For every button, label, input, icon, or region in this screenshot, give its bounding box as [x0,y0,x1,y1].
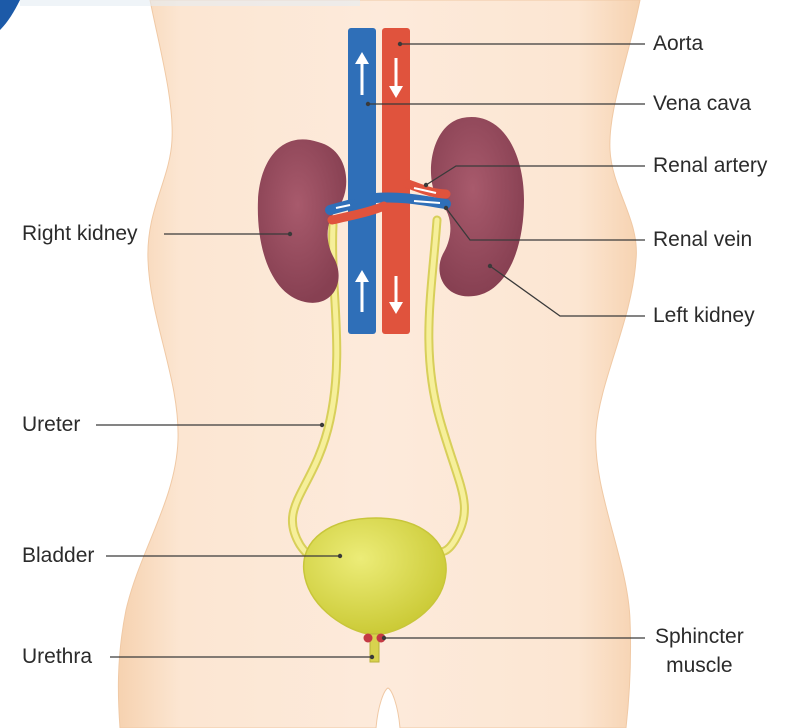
label-aorta: Aorta [653,33,703,54]
label-vena-cava: Vena cava [653,93,751,114]
corner-accent [0,0,20,30]
label-urethra: Urethra [22,646,92,667]
top-banner-fade [20,0,360,6]
label-left-kidney: Left kidney [653,305,755,326]
label-renal-artery: Renal artery [653,155,767,176]
label-sphincter-line1: Sphincter [655,626,744,647]
label-renal-vein: Renal vein [653,229,752,250]
label-bladder: Bladder [22,545,94,566]
label-sphincter-line2: muscle [655,655,744,676]
label-right-kidney: Right kidney [22,223,138,244]
label-sphincter-muscle: Sphincter muscle [655,626,744,676]
label-ureter: Ureter [22,414,80,435]
sphincter-left [364,634,373,643]
